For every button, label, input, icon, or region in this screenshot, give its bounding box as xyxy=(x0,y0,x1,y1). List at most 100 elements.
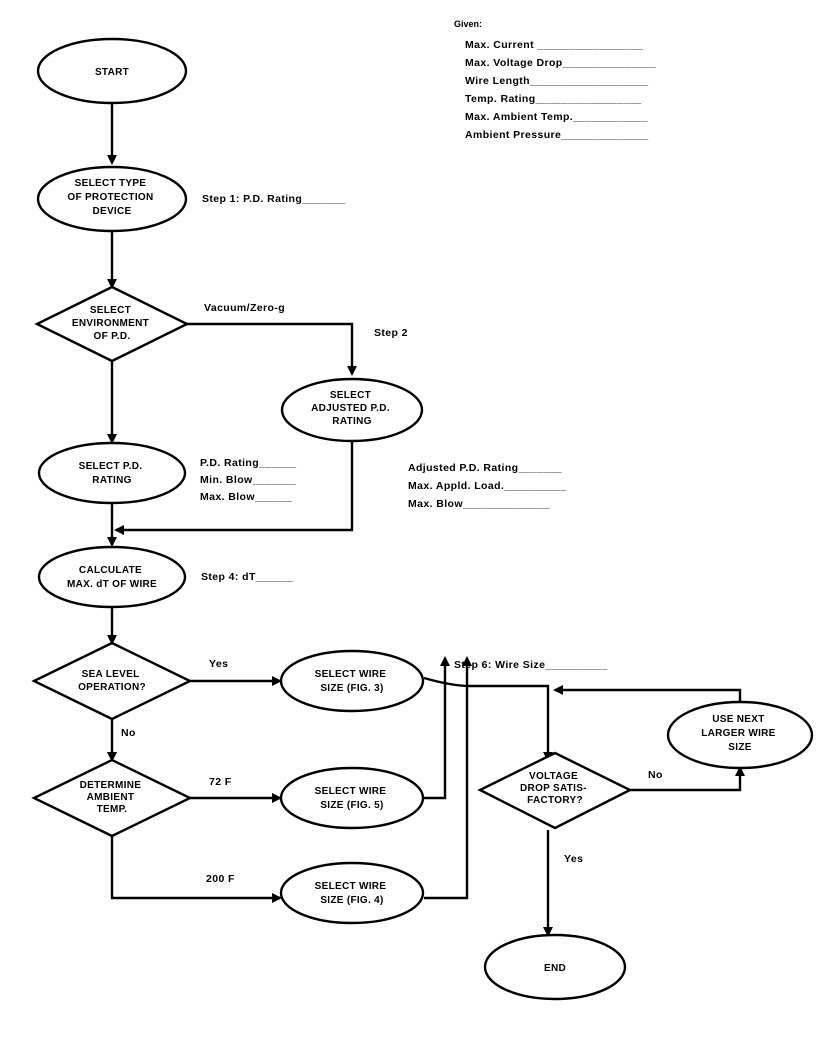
node-select-environment xyxy=(34,285,190,363)
next-larger-label-line2: LARGER WIRE xyxy=(701,728,775,739)
fig3-label-line2: SIZE (FIG. 3) xyxy=(320,683,383,694)
svg-text:SELECT ADJUSTED P.D.: SELECT ADJUSTED P.D. RATING xyxy=(311,390,393,427)
connectors xyxy=(107,103,745,937)
temp-72f-label: 72 F xyxy=(209,776,232,788)
edge-voltage-drop-no xyxy=(630,766,745,792)
voltage-drop-label-line3: FACTORY? xyxy=(527,795,583,806)
environment-label-line2: ENVIRONMENT xyxy=(72,318,149,329)
ambient-label-line1: DETERMINE xyxy=(80,780,142,791)
node-start xyxy=(36,37,188,105)
next-larger-label-line1: USE NEXT xyxy=(712,714,764,725)
pd-rating-label-line1: SELECT P.D. xyxy=(79,461,143,472)
svg-text:SELECT WIRE SIZE (FIG. 3: SELECT WIRE SIZE (FIG. 3) xyxy=(315,669,390,694)
sea-level-label-line1: SEA LEVEL xyxy=(82,669,140,680)
fig4-label-line1: SELECT WIRE xyxy=(315,881,387,892)
edge-fig5-to-merge xyxy=(424,656,450,800)
edge-next-larger-loop xyxy=(553,685,742,705)
yes-voltage-drop-label: Yes xyxy=(564,853,583,865)
node-sea-level xyxy=(31,641,193,721)
voltage-drop-label-line1: VOLTAGE xyxy=(529,771,578,782)
node-select-wire-fig5 xyxy=(279,766,425,830)
no-sea-level-label: No xyxy=(121,727,136,739)
environment-label-line3: OF P.D. xyxy=(94,331,131,342)
ambient-label-line2: AMBIENT xyxy=(87,792,135,803)
adjusted-label-line3: RATING xyxy=(332,416,371,427)
pd-rating-label-line2: RATING xyxy=(92,475,131,486)
node-determine-ambient xyxy=(31,758,193,838)
svg-text:CALCULATE MAX. dT OF WIR: CALCULATE MAX. dT OF WIRE xyxy=(67,565,157,590)
given-ambient-pressure: Ambient Pressure______________ xyxy=(465,129,649,141)
edge-adjusted-to-calculate xyxy=(114,440,354,535)
fig5-label-line1: SELECT WIRE xyxy=(315,786,387,797)
protection-label-line3: DEVICE xyxy=(92,206,131,217)
svg-text:Adjusted P.D. Rating_______: Adjusted P.D. Rating_______ Max. Appld. … xyxy=(408,462,570,510)
calculate-label-line1: CALCULATE xyxy=(79,565,142,576)
environment-label-line1: SELECT xyxy=(90,305,131,316)
given-max-current: Max. Current _________________ xyxy=(465,39,643,51)
edge-environment-to-adjusted xyxy=(187,322,357,376)
yes-sea-level-label: Yes xyxy=(209,658,228,670)
svg-text:SELECT WIRE SIZE (FIG. 5: SELECT WIRE SIZE (FIG. 5) xyxy=(315,786,390,811)
given-wire-length: Wire Length___________________ xyxy=(465,75,649,87)
node-select-protection xyxy=(36,165,188,233)
adjusted-pd-rating-field: Adjusted P.D. Rating_______ xyxy=(408,462,562,474)
adjusted-label-line1: SELECT xyxy=(330,390,371,401)
step1-label: Step 1: P.D. Rating_______ xyxy=(202,193,346,205)
calculate-label-line2: MAX. dT OF WIRE xyxy=(67,579,157,590)
given-max-ambient-temp: Max. Ambient Temp.____________ xyxy=(465,111,648,123)
voltage-drop-label-line2: DROP SATIS- xyxy=(520,783,587,794)
step6-label: Step 6: Wire Size__________ xyxy=(454,659,608,671)
start-label: START xyxy=(95,67,129,78)
svg-text:START: START xyxy=(95,67,129,78)
node-voltage-drop xyxy=(477,751,633,830)
node-labels: START SELECT TYPE OF PROTECTION DEVICE S… xyxy=(67,67,779,974)
svg-text:VOLTAGE DROP SATIS-: VOLTAGE DROP SATIS- FACTORY? xyxy=(520,771,590,806)
node-select-wire-fig3 xyxy=(279,649,425,713)
min-blow-field: Min. Blow_______ xyxy=(200,474,296,486)
given-temp-rating: Temp. Rating_________________ xyxy=(465,93,642,105)
svg-text:SELECT ENVIRONMENT: SELECT ENVIRONMENT OF P.D. xyxy=(72,305,152,342)
svg-text:SELECT TYPE OF PROTECTIO: SELECT TYPE OF PROTECTION DEVICE xyxy=(67,178,156,217)
svg-text:Max. Current _________________: Max. Current _________________ Max. Volt… xyxy=(465,39,660,141)
end-label: END xyxy=(544,963,566,974)
ambient-label-line3: TEMP. xyxy=(97,804,128,815)
node-select-wire-fig4 xyxy=(279,861,425,925)
shapes xyxy=(31,37,814,1001)
node-calculate-dt xyxy=(37,545,187,609)
node-select-adjusted xyxy=(280,377,424,443)
svg-text:USE NEXT LARGER WIRE: USE NEXT LARGER WIRE SIZE xyxy=(701,714,779,753)
next-larger-label-line3: SIZE xyxy=(728,742,751,753)
step4-label: Step 4: dT______ xyxy=(201,571,293,583)
step2-label: Step 2 xyxy=(374,327,408,339)
max-appld-load-field: Max. Appld. Load.__________ xyxy=(408,480,567,492)
node-select-pd-rating xyxy=(37,441,187,505)
adjusted-label-line2: ADJUSTED P.D. xyxy=(311,403,390,414)
protection-label-line2: OF PROTECTION xyxy=(67,192,153,203)
max-blow-field-right: Max. Blow______________ xyxy=(408,498,550,510)
edge-ambient-200f xyxy=(110,835,282,903)
svg-text:DETERMINE AMBIENT: DETERMINE AMBIENT TEMP. xyxy=(80,780,145,815)
edge-fig3-to-voltage-drop xyxy=(423,676,553,762)
given-max-voltage-drop: Max. Voltage Drop_______________ xyxy=(465,57,656,69)
no-voltage-drop-label: No xyxy=(648,769,663,781)
sea-level-label-line2: OPERATION? xyxy=(78,682,146,693)
given-title: Given: xyxy=(454,19,482,29)
svg-text:SEA LEVEL OPERATION?: SEA LEVEL OPERATION? xyxy=(78,669,146,693)
pd-rating-field: P.D. Rating______ xyxy=(200,457,297,469)
fig5-label-line2: SIZE (FIG. 5) xyxy=(320,800,383,811)
max-blow-field-left: Max. Blow______ xyxy=(200,491,292,503)
fig4-label-line2: SIZE (FIG. 4) xyxy=(320,895,383,906)
node-use-next-larger xyxy=(666,700,814,770)
vacuum-label: Vacuum/Zero-g xyxy=(204,302,285,314)
edge-fig4-to-merge xyxy=(424,656,472,900)
protection-label-line1: SELECT TYPE xyxy=(75,178,147,189)
side-labels: Given: Max. Current _________________ Ma… xyxy=(121,19,663,885)
fig3-label-line1: SELECT WIRE xyxy=(315,669,387,680)
temp-200f-label: 200 F xyxy=(206,873,235,885)
svg-text:SELECT P.D. RATING: SELECT P.D. RATING xyxy=(79,461,146,486)
svg-text:END: END xyxy=(544,963,566,974)
svg-text:P.D. Rating______ Min. B: P.D. Rating______ Min. Blow_______ Max. … xyxy=(200,457,300,503)
svg-text:SELECT WIRE SIZE (FIG. 4: SELECT WIRE SIZE (FIG. 4) xyxy=(315,881,390,906)
node-end xyxy=(483,933,627,1001)
